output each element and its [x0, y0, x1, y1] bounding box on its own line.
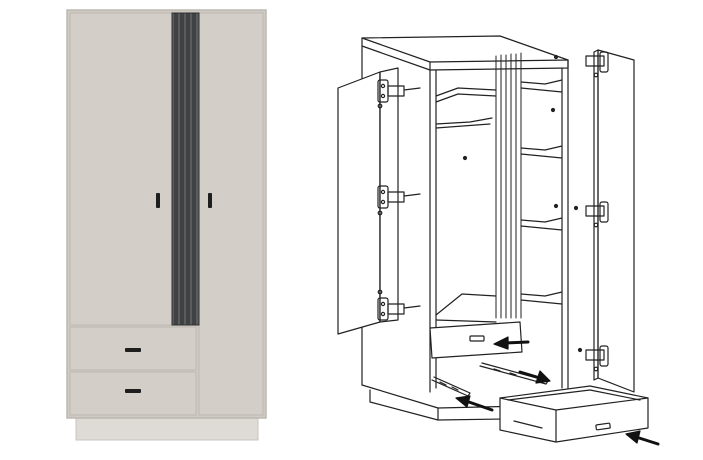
arrow-into-drawer-slot [493, 336, 530, 350]
arrow-runner-right [518, 370, 551, 384]
upper-drawer-handle [125, 348, 141, 352]
left-door [69, 12, 173, 326]
carcass-top [361, 35, 569, 71]
right-shelves [520, 79, 563, 305]
arrow-into-removed-drawer [625, 430, 660, 446]
right-door-open [593, 49, 635, 393]
plinth [75, 417, 259, 441]
slat-panel-lines [495, 52, 522, 319]
lower-drawer-handle [125, 389, 141, 393]
left-door-handle [156, 193, 160, 208]
assembly-diagram [330, 0, 703, 460]
hinge-left-bottom [377, 289, 421, 321]
slat-panel [171, 12, 200, 326]
removed-drawer [499, 385, 649, 443]
left-compartment [435, 87, 497, 323]
right-door-handle [208, 193, 212, 208]
installed-drawer [429, 321, 523, 359]
insert-arrows [455, 336, 660, 446]
drawer-runners [431, 362, 549, 397]
arrow-runner-left [455, 395, 494, 412]
wardrobe-front-illustration [66, 9, 267, 441]
hinge-right-bottom [577, 345, 609, 372]
hinge-left-top [377, 79, 421, 109]
hinge-left-middle [377, 185, 421, 216]
right-door [198, 12, 264, 416]
left-hinges [377, 79, 421, 321]
exploded-line-drawing [337, 35, 660, 446]
hinge-right-middle [573, 201, 609, 228]
wardrobe-product-view [0, 0, 340, 460]
lower-drawer [69, 371, 197, 416]
hinge-right-top [553, 51, 609, 78]
right-hinges [553, 51, 609, 372]
left-door-open [337, 67, 399, 335]
